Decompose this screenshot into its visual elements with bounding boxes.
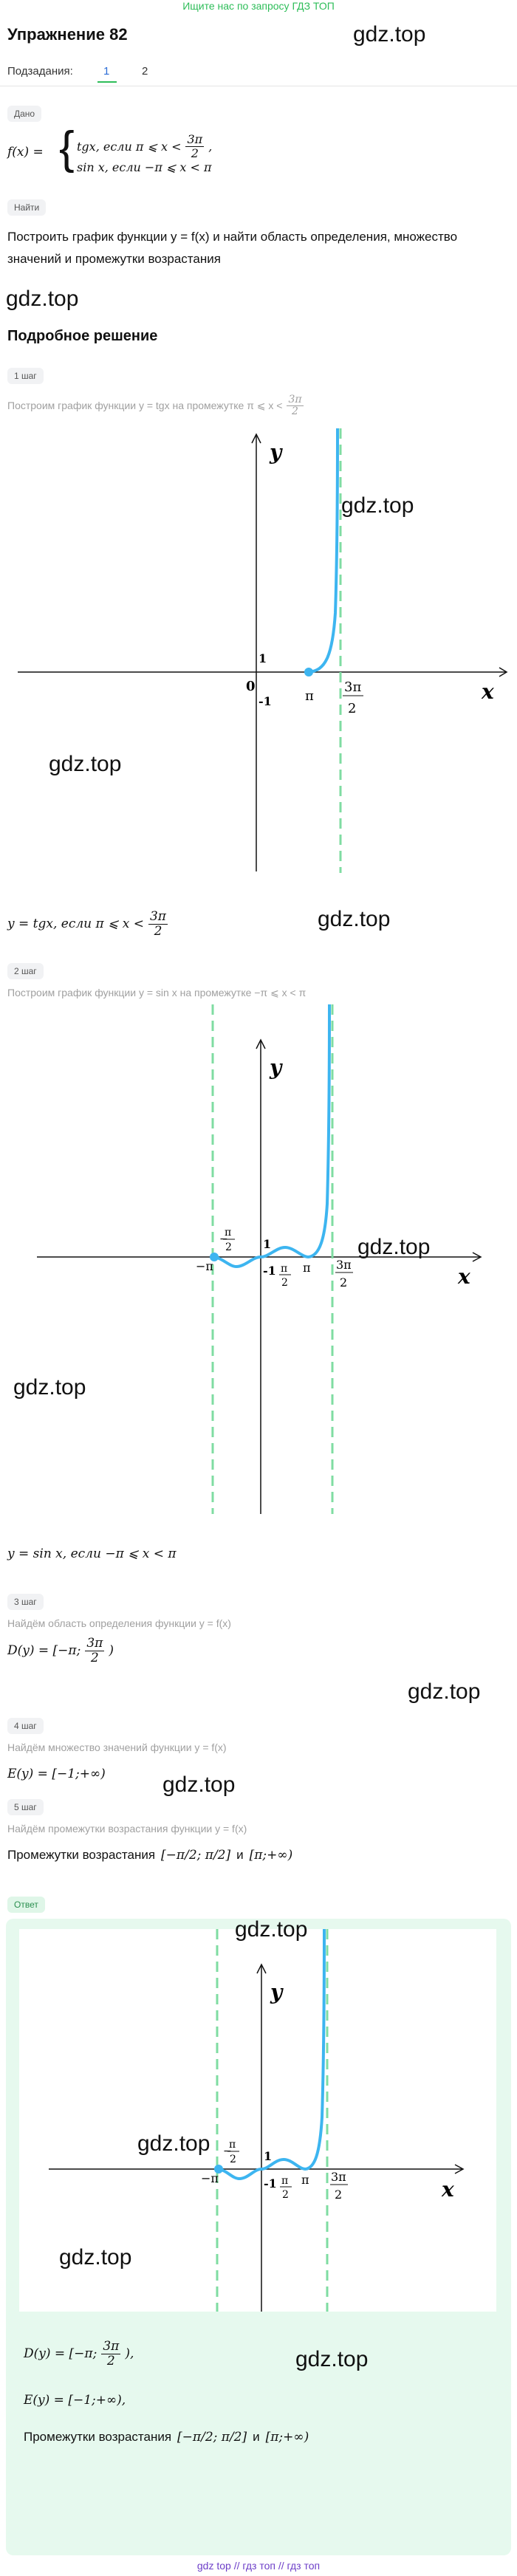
answer-graph: y x 1 -1 −π π − 2 π 2 π 3π 2 [49, 1929, 465, 2312]
svg-text:x: x [441, 2177, 454, 2202]
svg-text:2: 2 [335, 2188, 342, 2202]
step-1-caption: Построим график функции y = tgx на проме… [7, 394, 304, 418]
watermark: gdz.top [59, 2245, 132, 2270]
svg-text:x: x [457, 1264, 470, 1289]
step-5-result: Промежутки возрастания [−π/2; π/2] и [π;… [7, 1848, 293, 1863]
step-4-caption: Найдём множество значений функции y = f(… [7, 1741, 227, 1753]
watermark: gdz.top [137, 2131, 210, 2156]
given-formula-lhs: f(x) = [7, 145, 44, 160]
svg-text:3π: 3π [336, 1258, 352, 1272]
find-text: Построить график функции y = f(x) и найт… [7, 230, 458, 266]
svg-text:2: 2 [230, 2154, 236, 2165]
watermark: gdz.top [13, 1375, 86, 1400]
svg-text:2: 2 [282, 2189, 289, 2201]
watermark: gdz.top [235, 1917, 308, 1942]
tick-label-2: 2 [348, 701, 356, 716]
svg-text:y: y [269, 1055, 283, 1080]
step-2-badge: 2 шаг [7, 963, 44, 979]
svg-text:π: π [225, 1227, 231, 1239]
graph-tangent: y x 0 1 -1 π 3π 2 [18, 428, 508, 873]
svg-text:-1: -1 [263, 1264, 276, 1278]
svg-text:2: 2 [225, 1241, 232, 1253]
step-2-result: y = sin x, если −π ⩽ x < π [7, 1546, 177, 1561]
watermark: gdz.top [353, 22, 426, 47]
svg-text:2: 2 [340, 1275, 347, 1289]
svg-text:π: π [281, 1263, 287, 1275]
answer-graph-panel [19, 1929, 496, 2312]
svg-text:-1: -1 [264, 2176, 277, 2190]
step-5-caption: Найдём промежутки возрастания функции y … [7, 1823, 247, 1835]
step-3-caption: Найдём область определения функции y = f… [7, 1617, 231, 1629]
svg-text:2: 2 [281, 1277, 288, 1289]
answer-increase: Промежутки возрастания [−π/2; π/2] и [π;… [24, 2430, 309, 2445]
top-banner[interactable]: Ищите нас по запросу ГДЗ ТОП [182, 0, 335, 12]
axis-x-label: x [481, 679, 494, 704]
tick-label-3pi: 3π [344, 679, 361, 695]
tick-label-1: 1 [258, 651, 267, 665]
graph-sine-tangent: y x 1 -1 −π π − 2 π 2 π 3π 2 [37, 1004, 482, 1514]
step-3-badge: 3 шаг [7, 1594, 44, 1610]
svg-text:1: 1 [264, 2149, 272, 2163]
step-2-caption: Построим график функции y = sin x на про… [7, 987, 307, 998]
watermark: gdz.top [49, 752, 122, 776]
answer-badge: Ответ [7, 1897, 45, 1913]
watermark: gdz.top [341, 493, 414, 518]
tick-label-minus-1: -1 [258, 694, 272, 708]
svg-text:−π: −π [196, 1259, 213, 1273]
subtask-tab-1[interactable]: 1 [103, 65, 110, 78]
axis-y-label: y [269, 440, 283, 465]
watermark: gdz.top [408, 1679, 481, 1704]
watermark: gdz.top [295, 2347, 369, 2371]
svg-text:π: π [301, 2173, 309, 2187]
step-4-badge: 4 шаг [7, 1718, 44, 1734]
watermark: gdz.top [357, 1235, 431, 1259]
svg-text:1: 1 [263, 1237, 271, 1251]
step-4-result: E(y) = [−1;+∞) [7, 1767, 106, 1781]
find-badge: Найти [7, 199, 47, 216]
subtask-tab-2[interactable]: 2 [142, 65, 148, 78]
tick-label-pi: π [305, 688, 314, 704]
watermark: gdz.top [318, 907, 391, 931]
given-badge: Дано [7, 106, 42, 122]
svg-text:π: π [281, 2175, 288, 2187]
footer-links[interactable]: gdz top // гдз топ // гдз топ [196, 2560, 321, 2572]
step-5-badge: 5 шаг [7, 1799, 44, 1815]
svg-text:y: y [270, 1980, 284, 2004]
step-1-badge: 1 шаг [7, 368, 44, 384]
answer-range: E(y) = [−1;+∞), [24, 2393, 126, 2408]
solution-title: Подробное решение [7, 328, 158, 344]
brace: { [59, 123, 75, 174]
svg-text:3π: 3π [331, 2170, 346, 2184]
active-tab-indicator [97, 81, 117, 83]
origin-label: 0 [246, 679, 256, 694]
svg-text:−: − [223, 2145, 232, 2157]
page-title: Упражнение 82 [7, 25, 128, 44]
svg-text:π: π [229, 2139, 236, 2151]
watermark: gdz.top [162, 1772, 236, 1797]
svg-text:−π: −π [201, 2171, 219, 2185]
given-case2: sin x, если −π ⩽ x < π [77, 160, 212, 174]
subtasks-label: Подзадания: [7, 65, 73, 78]
watermark: gdz.top [6, 287, 79, 311]
svg-text:π: π [303, 1261, 311, 1275]
